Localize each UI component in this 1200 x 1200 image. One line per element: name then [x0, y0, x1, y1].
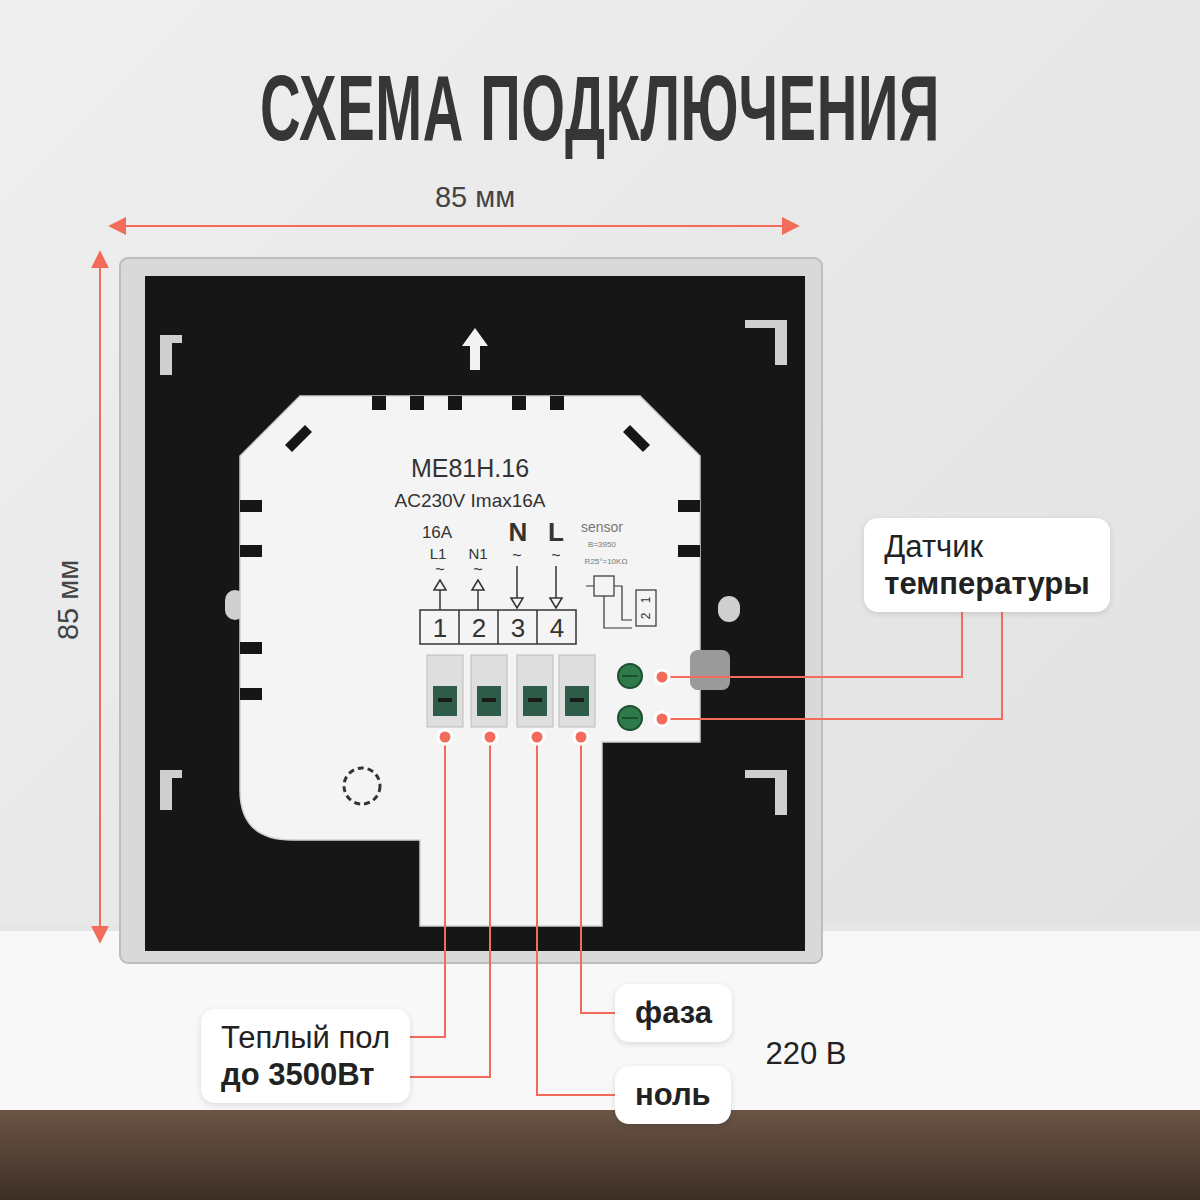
housing-frame: [120, 258, 822, 963]
ac-symbol: ~: [551, 548, 560, 564]
voltage-label: 220 В: [765, 1038, 846, 1069]
dimension-label: 85 мм: [54, 560, 83, 640]
back-plate: [145, 276, 805, 951]
callout-box: Датчиктемпературы: [864, 518, 1109, 612]
callout-box: фаза: [615, 984, 732, 1041]
terminal-label: L1: [430, 546, 447, 561]
current-label: 16A: [422, 524, 452, 541]
pin-number: 2: [472, 615, 486, 641]
sensor-symbol: [586, 576, 656, 628]
pin-number: 4: [550, 615, 564, 641]
model-label: ME81H.16: [411, 456, 529, 481]
leader-lines: [410, 612, 1002, 1095]
callout-text: ноль: [635, 1076, 711, 1113]
pin-number: 1: [433, 615, 447, 641]
callout-box: Теплый полдо 3500Вт: [201, 1009, 410, 1103]
sensor-label: sensor: [581, 520, 623, 534]
terminal-label: N: [509, 519, 528, 545]
terminal-number-row: [420, 610, 576, 644]
terminal-arrows: [434, 566, 562, 610]
sensor-spec: R25°=10KΩ: [585, 558, 628, 566]
dimension-label: 85 мм: [435, 183, 515, 212]
callout-text: Датчик: [884, 528, 1089, 565]
callout-text: фаза: [635, 994, 712, 1031]
module-vents: [240, 396, 700, 700]
dimension-line: [99, 252, 101, 942]
up-arrow: [462, 328, 488, 370]
ac-symbol: ~: [512, 548, 521, 564]
rating-label: AC230V Imax16A: [394, 491, 545, 510]
callout-text: до 3500Вт: [221, 1056, 390, 1093]
sensor-pin-number: 1: [640, 597, 652, 604]
page-title: СХЕМА ПОДКЛЮЧЕНИЯ: [260, 62, 940, 154]
reset-hole: [344, 768, 380, 804]
ac-symbol: ~: [473, 562, 482, 578]
terminal-label: L: [548, 519, 564, 545]
control-module: [240, 396, 700, 926]
ac-symbol: ~: [435, 562, 444, 578]
sensor-pin-number: 2: [640, 613, 652, 620]
callout-box: ноль: [615, 1066, 731, 1123]
terminal-label: N1: [468, 546, 487, 561]
dimension-line: [110, 225, 798, 227]
pin-number: 3: [511, 615, 525, 641]
terminal-dots: [438, 670, 669, 744]
sensor-spec: B=3950: [588, 541, 616, 549]
callout-text: температуры: [884, 565, 1089, 602]
callout-text: Теплый пол: [221, 1019, 390, 1056]
floor: [0, 1110, 1200, 1200]
